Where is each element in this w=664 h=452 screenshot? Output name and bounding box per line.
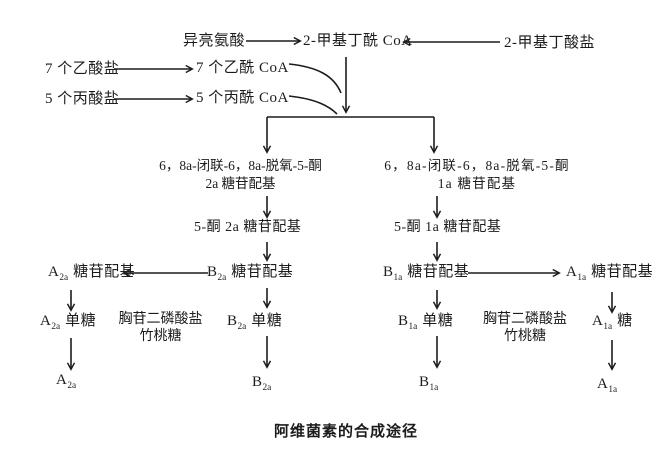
node-subscript: 2a (217, 273, 227, 283)
node-b1a-final: B1a (419, 374, 438, 394)
node-b1a-glycone: B1a 糖苷配基 (383, 264, 469, 284)
node-a1a-sugar: A1a 糖 (592, 313, 633, 333)
cofactor-line2: 竹桃糖 (139, 328, 182, 344)
node-rest: 糖 (617, 313, 633, 329)
node-rest: 糖苷配基 (73, 264, 136, 280)
node-rest: 糖苷配基 (231, 264, 294, 280)
node-base: B (207, 264, 218, 280)
node-subscript: 2a (51, 322, 61, 332)
node-a2a-mono: A2a 单糖 (40, 313, 96, 333)
node-base: B (252, 374, 263, 390)
node-rest: 糖苷配基 (591, 264, 654, 280)
cofactor-line2: 竹桃糖 (504, 328, 546, 344)
cofactor-line1: 胸苷二磷酸盐 (118, 312, 203, 327)
node-subscript: 1a (429, 383, 439, 393)
node-base: B (227, 313, 238, 329)
label-cofactor-right: 胸苷二磷酸盐 竹桃糖 (470, 312, 580, 346)
node-a1a-final: A1a (597, 376, 617, 396)
label-acetyl-coa: 7 个乙酰 CoA (196, 60, 289, 76)
node-subscript: 2a (237, 322, 247, 332)
node-a2a-final: A2a (56, 372, 76, 392)
node-a2a-glycone: A2a 糖苷配基 (48, 264, 135, 284)
node-b2a-final: B2a (252, 374, 271, 394)
node-rest: 糖苷配基 (407, 264, 470, 280)
node-subscript: 1a (408, 322, 418, 332)
label-cofactor-left: 胸苷二磷酸盐 竹桃糖 (108, 312, 213, 346)
node-b1a-mono: B1a 单糖 (398, 313, 453, 333)
diagram-title: 阿维菌素的合成途径 (273, 424, 418, 440)
right-aglycone-line2: 1a 糖苷配基 (437, 175, 517, 191)
label-left-aglycone: 6，8a-闭联-6，8a-脱氧-5-酮 2a 糖苷配基 (148, 157, 333, 192)
label-isoleucine: 异亮氨酸 (183, 33, 246, 49)
left-aglycone-line2: 2a 糖苷配基 (205, 175, 276, 191)
label-methylbutyryl-coa: 2-甲基丁酰 CoA (303, 33, 413, 49)
node-rest: 单糖 (422, 313, 454, 329)
node-base: A (48, 264, 60, 280)
node-base: A (592, 313, 604, 329)
node-base: B (419, 374, 430, 390)
node-base: A (40, 313, 52, 329)
label-propionyl-coa: 5 个丙酰 CoA (196, 90, 289, 106)
left-aglycone-line1: 6，8a-闭联-6，8a-脱氧-5-酮 (159, 158, 322, 173)
node-subscript: 1a (393, 273, 403, 283)
label-right-aglycone: 6，8a-闭联-6，8a-脱氧-5-酮 1a 糖苷配基 (360, 157, 594, 192)
node-b2a-mono: B2a 单糖 (227, 313, 282, 333)
node-b2a-glycone: B2a 糖苷配基 (207, 264, 293, 284)
node-base: B (398, 313, 409, 329)
node-subscript: 1a (608, 385, 618, 395)
label-acetate: 7 个乙酸盐 (45, 61, 120, 77)
label-propionate: 5 个丙酸盐 (45, 91, 120, 107)
node-base: A (56, 372, 68, 388)
node-rest: 单糖 (65, 313, 97, 329)
node-subscript: 2a (59, 273, 69, 283)
node-base: A (597, 376, 609, 392)
node-subscript: 2a (262, 383, 272, 393)
label-right-keto: 5-酮 1a 糖苷配基 (394, 220, 502, 235)
label-methylbutyrate: 2-甲基丁酸盐 (504, 35, 595, 51)
node-a1a-glycone: A1a 糖苷配基 (566, 264, 653, 284)
label-left-keto: 5-酮 2a 糖苷配基 (194, 220, 302, 235)
node-subscript: 1a (577, 273, 587, 283)
node-subscript: 1a (603, 322, 613, 332)
right-aglycone-line1: 6，8a-闭联-6，8a-脱氧-5-酮 (384, 158, 570, 173)
node-rest: 单糖 (251, 313, 283, 329)
node-base: A (566, 264, 578, 280)
curve-propionylcoa-join (288, 95, 338, 115)
node-subscript: 2a (67, 381, 77, 391)
cofactor-line1: 胸苷二磷酸盐 (483, 312, 567, 327)
curve-acetylcoa-join (288, 63, 342, 94)
node-base: B (383, 264, 394, 280)
